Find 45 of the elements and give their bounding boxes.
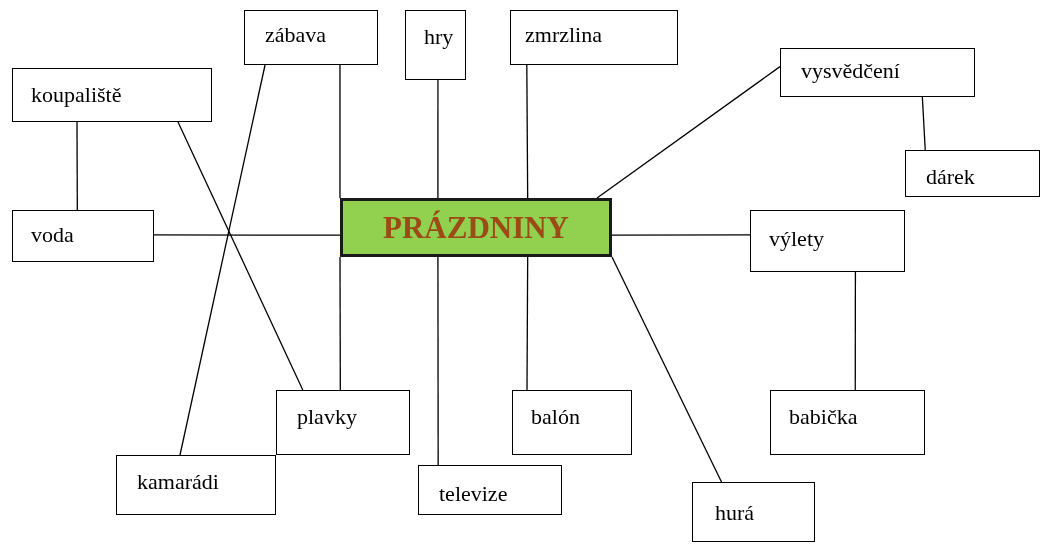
topic-text: balón xyxy=(531,403,581,431)
topic-text: voda xyxy=(31,221,75,249)
topic-text: zmrzlina xyxy=(525,21,603,49)
topic-text: vysvědčení xyxy=(801,57,901,85)
topic-text: babička xyxy=(789,403,859,431)
connector-line xyxy=(177,121,304,391)
connector-line xyxy=(526,256,529,391)
connector-line xyxy=(339,256,341,391)
topic-box xyxy=(750,210,905,272)
connector-line xyxy=(76,121,78,211)
topic-box xyxy=(905,150,1040,197)
topic-box xyxy=(244,10,378,65)
topic-text: výlety xyxy=(769,225,825,253)
topic-box xyxy=(418,465,562,515)
topic-text: televize xyxy=(439,480,509,508)
topic-box xyxy=(116,455,276,515)
topic-text: hurá xyxy=(715,499,756,527)
topic-text: zábava xyxy=(265,21,328,49)
topic-text: kamarádi xyxy=(137,468,220,496)
connector-line xyxy=(437,256,439,466)
connector-line xyxy=(179,64,266,456)
topic-text: koupaliště xyxy=(31,81,123,109)
connector-line xyxy=(921,96,926,151)
topic-text: PRÁZDNINY xyxy=(383,212,569,243)
topic-box xyxy=(276,390,410,455)
connector-line xyxy=(611,234,751,236)
topic-text: plavky xyxy=(297,403,358,431)
connector-line xyxy=(153,234,341,236)
connector-line xyxy=(854,271,857,391)
connector-line xyxy=(611,256,723,483)
topic-box xyxy=(692,482,815,542)
connector-line xyxy=(526,64,529,199)
connector-line xyxy=(437,79,439,199)
topic-box xyxy=(12,68,212,122)
topic-text: dárek xyxy=(926,163,976,191)
topic-box xyxy=(510,10,678,65)
connector-line xyxy=(596,65,781,199)
connector-line xyxy=(339,64,341,199)
topic-text: hry xyxy=(424,23,455,51)
central-topic-box xyxy=(340,198,612,257)
topic-box xyxy=(405,10,466,80)
topic-box xyxy=(780,48,975,97)
topic-box xyxy=(770,390,925,455)
topic-box xyxy=(12,210,154,262)
topic-box xyxy=(512,390,632,455)
